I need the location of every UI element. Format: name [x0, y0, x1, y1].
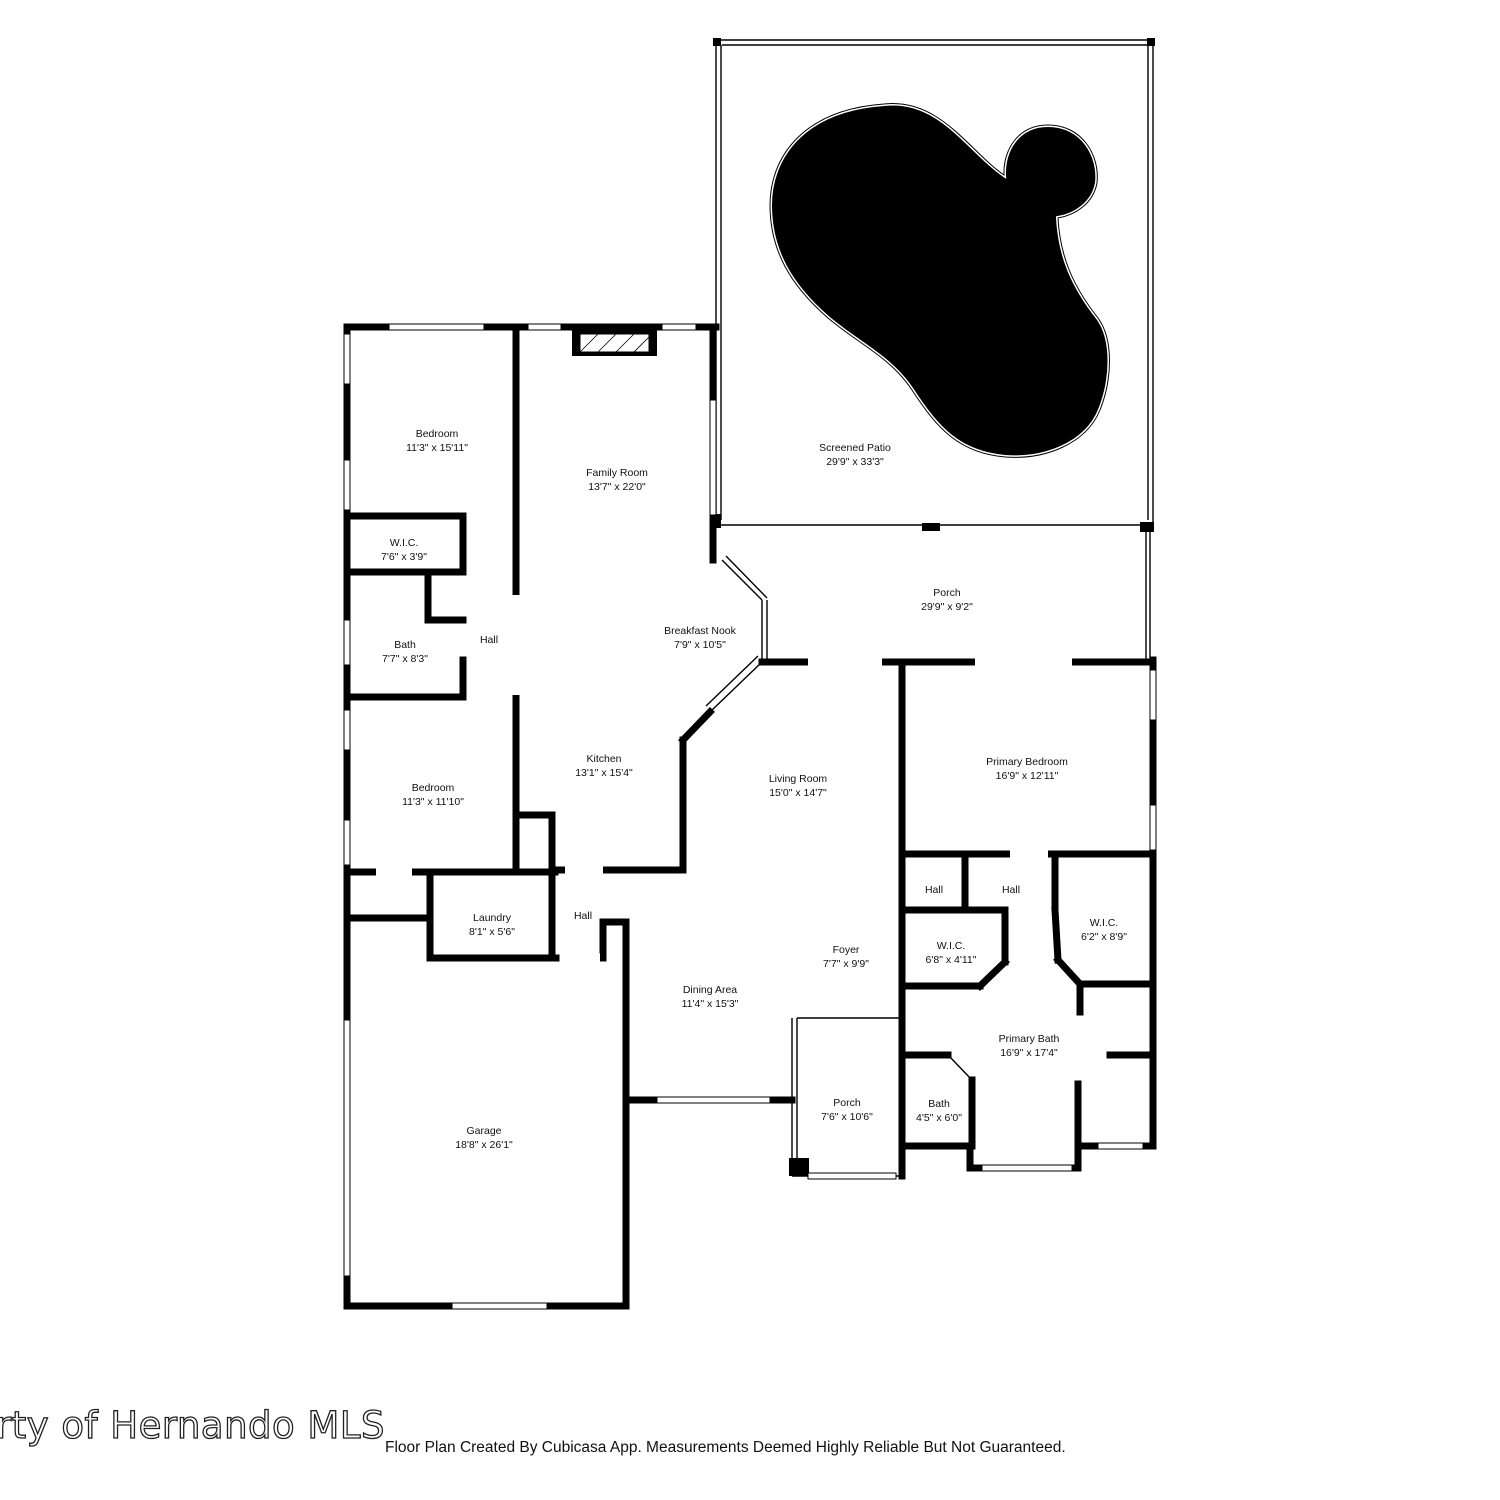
- room-label-wic-2: W.I.C.6'2" x 8'9": [1081, 917, 1127, 943]
- mls-watermark: rty of Hernando MLS: [0, 1403, 385, 1447]
- fireplace: [572, 330, 657, 356]
- exterior-walls: [343, 323, 1157, 1310]
- disclaimer-text: Floor Plan Created By Cubicasa App. Meas…: [385, 1439, 1066, 1456]
- windows: [343, 323, 1157, 1310]
- pool: [767, 101, 1112, 460]
- rear-porch-walls: [721, 530, 1151, 662]
- room-label-hall-4: Hall: [573, 910, 593, 922]
- room-label-hall-2: Hall: [924, 884, 944, 896]
- screened-patio-walls: [713, 38, 1155, 532]
- openings: [376, 560, 1072, 963]
- room-label-hall-3: Hall: [1001, 884, 1021, 896]
- room-label-wic-1: W.I.C.7'6" x 3'9": [381, 537, 427, 563]
- room-label-wic-3: W.I.C.6'8" x 4'11": [925, 940, 977, 966]
- room-label-hall-1: Hall: [479, 634, 499, 646]
